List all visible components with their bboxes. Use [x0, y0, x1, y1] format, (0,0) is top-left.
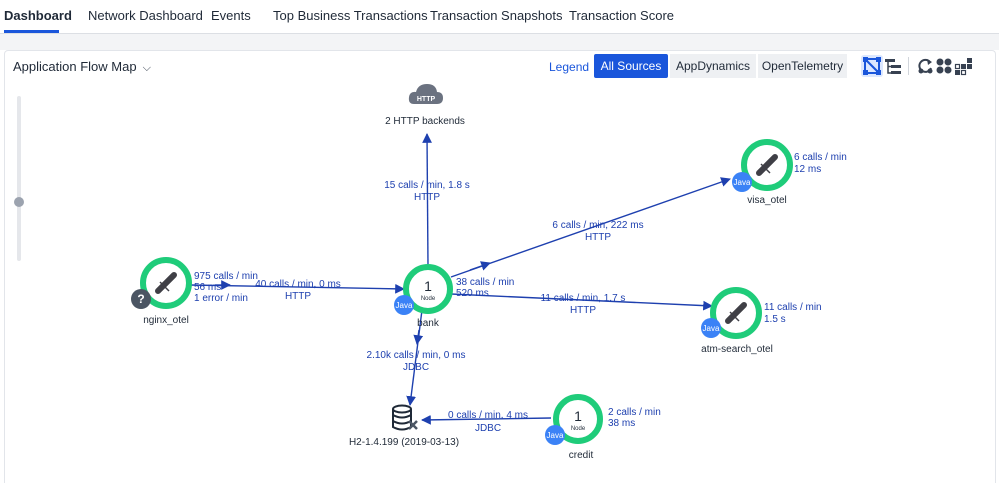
- node-name: 2 HTTP backends: [385, 116, 465, 127]
- source-appdynamics-button[interactable]: AppDynamics: [670, 54, 756, 78]
- tree-layout-icon[interactable]: [882, 55, 904, 77]
- tab-network-dashboard[interactable]: Network Dashboard: [88, 8, 203, 23]
- node-stat: 975 calls / min: [194, 271, 258, 282]
- node-stat: 11 calls / min: [764, 302, 822, 313]
- node-name: visa_otel: [747, 195, 786, 206]
- flow-map-selector[interactable]: Application Flow Map ⌵: [13, 59, 151, 75]
- node-stat: 1.5 s: [764, 314, 786, 325]
- java-badge: [701, 318, 721, 338]
- java-badge-text: Java: [734, 178, 751, 187]
- graph-layout-icon[interactable]: [861, 55, 883, 77]
- unknown-status-icon: [131, 289, 151, 309]
- node-count: 1: [424, 278, 432, 294]
- node-name: nginx_otel: [143, 315, 189, 326]
- zoom-slider-track[interactable]: [17, 96, 21, 261]
- edge-protocol: JDBC: [403, 362, 429, 373]
- node-stat: 12 ms: [794, 164, 821, 175]
- edge-protocol: HTTP: [414, 192, 440, 203]
- svg-text:?: ?: [137, 292, 144, 306]
- node-name: credit: [569, 450, 594, 461]
- tab-top-business-transactions[interactable]: Top Business Transactions: [273, 8, 428, 23]
- java-badge-text: Java: [703, 324, 720, 333]
- node-stat: 1 error / min: [194, 293, 248, 304]
- flow-map-title: Application Flow Map: [13, 59, 137, 74]
- node-nginx-otel[interactable]: ? 975 calls / min 56 ms 1 error / min ng…: [131, 257, 258, 326]
- zoom-slider-handle[interactable]: [14, 197, 24, 207]
- edge-bank-atm[interactable]: 11 calls / min, 1.7 s HTTP: [450, 293, 713, 316]
- source-opentelemetry-button[interactable]: OpenTelemetry: [758, 54, 847, 78]
- tab-events[interactable]: Events: [211, 8, 251, 23]
- node-h2-database[interactable]: H2-1.4.199 (2019-03-13): [349, 404, 459, 449]
- edge-label: 0 calls / min, 4 ms: [448, 410, 528, 421]
- otel-telescope-icon: [725, 302, 747, 324]
- edge-bank-http[interactable]: 15 calls / min, 1.8 s HTTP: [384, 133, 470, 267]
- edge-protocol: JDBC: [475, 423, 501, 434]
- edge-bank-visa[interactable]: 6 calls / min, 222 ms HTTP: [450, 177, 731, 278]
- edge-bank-h2[interactable]: 2.10k calls / min, 0 ms JDBC: [367, 309, 466, 406]
- content-gap: [0, 34, 999, 50]
- edge-label: 6 calls / min, 222 ms: [552, 220, 643, 231]
- chevron-down-icon: ⌵: [142, 62, 151, 74]
- grid-layout-icon[interactable]: [953, 55, 975, 77]
- tab-transaction-score[interactable]: Transaction Score: [569, 8, 675, 23]
- cloud-http-icon: HTTP: [408, 84, 443, 104]
- node-count-label: Node: [421, 296, 436, 302]
- node-stat: 56 ms: [194, 282, 221, 293]
- node-bank[interactable]: 1 Node Java 38 calls / min 520 ms bank: [394, 264, 514, 329]
- source-all-button[interactable]: All Sources: [594, 54, 668, 78]
- legend-link[interactable]: Legend: [549, 60, 590, 74]
- edge-protocol: HTTP: [585, 232, 611, 243]
- node-count-label: Node: [571, 426, 586, 432]
- node-name: atm-search_otel: [701, 344, 773, 355]
- tab-bar: Dashboard Network Dashboard Events Top B…: [0, 0, 999, 34]
- edge-label: 40 calls / min, 0 ms: [255, 279, 341, 290]
- node-stat: 6 calls / min: [794, 152, 847, 163]
- otel-telescope-icon: [155, 272, 177, 294]
- tab-transaction-snapshots[interactable]: Transaction Snapshots: [430, 8, 563, 23]
- java-badge: [732, 172, 752, 192]
- edge-label: 15 calls / min, 1.8 s: [384, 180, 470, 191]
- tab-dashboard[interactable]: Dashboard: [4, 8, 72, 23]
- active-tab-indicator: [4, 30, 59, 33]
- database-icon: [392, 404, 418, 431]
- node-stat: 520 ms: [456, 288, 489, 299]
- cloud-icon-text: HTTP: [417, 96, 436, 103]
- otel-telescope-icon: [756, 154, 778, 176]
- node-stat: 38 ms: [608, 418, 635, 429]
- java-badge-text: Java: [547, 431, 564, 440]
- cluster-icon[interactable]: [933, 55, 955, 77]
- node-name: H2-1.4.199 (2019-03-13): [349, 437, 459, 448]
- node-stat: 38 calls / min: [456, 277, 514, 288]
- edge-credit-h2[interactable]: 0 calls / min, 4 ms JDBC: [421, 410, 552, 434]
- node-http-backends[interactable]: HTTP 2 HTTP backends: [385, 84, 465, 127]
- node-stat: 2 calls / min: [608, 407, 661, 418]
- node-name: bank: [417, 318, 440, 329]
- edge-nginx-bank[interactable]: 40 calls / min, 0 ms HTTP: [189, 279, 405, 302]
- java-badge: [394, 295, 414, 315]
- node-atm-search-otel[interactable]: Java 11 calls / min 1.5 s atm-search_ote…: [701, 287, 822, 355]
- toolbar-divider: [908, 57, 909, 75]
- edge-label: 11 calls / min, 1.7 s: [541, 293, 626, 304]
- edge-label: 2.10k calls / min, 0 ms: [367, 350, 466, 361]
- node-credit[interactable]: 1 Node Java 2 calls / min 38 ms credit: [545, 394, 661, 461]
- refresh-icon[interactable]: [914, 55, 936, 77]
- java-badge-text: Java: [396, 301, 413, 310]
- node-count: 1: [574, 408, 582, 424]
- edge-protocol: HTTP: [285, 291, 311, 302]
- node-visa-otel[interactable]: Java 6 calls / min 12 ms visa_otel: [732, 139, 847, 206]
- edge-protocol: HTTP: [570, 305, 596, 316]
- java-badge: [545, 425, 565, 445]
